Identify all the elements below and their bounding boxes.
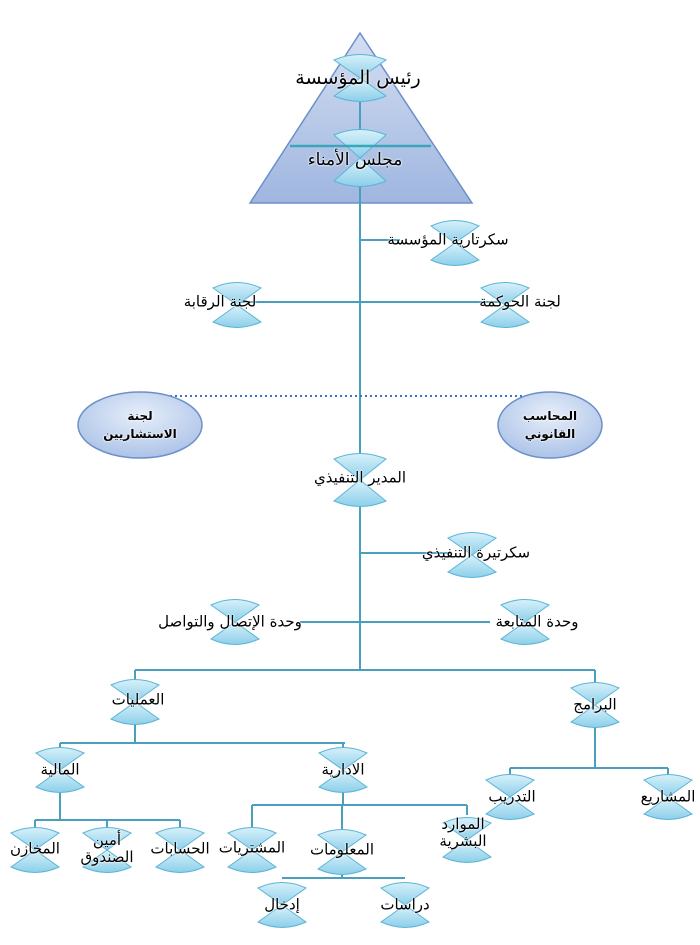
node-top-wedge [212, 282, 262, 306]
node-top-wedge [317, 829, 367, 853]
node-bottom-wedge [332, 77, 388, 102]
node-shape [570, 682, 620, 728]
node-shape [500, 599, 550, 645]
node-top-wedge [442, 817, 492, 841]
node-shape [447, 532, 497, 578]
node-bottom-wedge [10, 849, 60, 873]
node-top-wedge [257, 882, 307, 906]
node-bottom-wedge [570, 704, 620, 728]
node-shape [380, 882, 430, 928]
node-shape [227, 827, 277, 873]
node-information[interactable]: المعلومات [309, 840, 375, 859]
node-bottom-wedge [318, 769, 368, 793]
node-top-wedge [485, 774, 535, 798]
node-treasurer[interactable]: أمين الصندوق [80, 831, 134, 866]
node-shape [10, 827, 60, 873]
node-bottom-wedge [333, 157, 387, 187]
node-accounts[interactable]: الحسابات [150, 839, 210, 858]
node-advisors[interactable]: لجنة الاستشاريين [103, 409, 177, 441]
node-shape [332, 54, 388, 102]
node-shape [155, 827, 205, 873]
node-top-wedge [333, 453, 387, 481]
node-bottom-wedge [643, 796, 693, 820]
node-shape [210, 599, 260, 645]
node-auditor[interactable]: المحاسب القانوني [522, 409, 578, 441]
node-projects[interactable]: المشاريع [640, 787, 696, 806]
node-bottom-wedge [210, 621, 260, 645]
node-bottom-wedge [317, 851, 367, 875]
node-top-wedge [10, 827, 60, 851]
node-shape [318, 747, 368, 793]
node-followup-unit[interactable]: وحدة المتابعة [495, 612, 579, 631]
node-governance[interactable]: لجنة الحوكمة [479, 292, 561, 311]
node-top-wedge [447, 532, 497, 556]
node-programs[interactable]: البرامج [573, 695, 617, 714]
auditor-ellipse[interactable] [497, 391, 603, 459]
node-top-wedge [82, 827, 132, 851]
node-shape [110, 679, 160, 725]
node-bottom-wedge [82, 849, 132, 873]
node-shape [257, 882, 307, 928]
node-org-secretariat[interactable]: سكرتارية المؤسسة [387, 230, 509, 249]
node-top-wedge [380, 882, 430, 906]
node-studies[interactable]: دراسات [380, 895, 430, 914]
node-shape [82, 827, 132, 873]
node-shape [333, 129, 387, 187]
node-exec-secretary[interactable]: سكرتيرة التنفيذي [421, 543, 531, 562]
node-training[interactable]: التدريب [488, 787, 536, 806]
node-data-entry[interactable]: إدخال [264, 895, 300, 914]
node-bottom-wedge [430, 242, 480, 266]
node-top-wedge [480, 282, 530, 306]
node-shape [442, 817, 492, 863]
node-executive-director[interactable]: المدير التنفيذي [313, 468, 407, 487]
node-top-wedge [643, 774, 693, 798]
node-administration[interactable]: الادارية [321, 760, 365, 779]
node-bottom-wedge [257, 904, 307, 928]
node-shape [430, 220, 480, 266]
node-bottom-wedge [333, 479, 387, 507]
node-chairman[interactable]: رئيس المؤسسة [295, 67, 421, 89]
node-top-wedge [318, 747, 368, 771]
node-top-wedge [332, 54, 388, 79]
node-bottom-wedge [380, 904, 430, 928]
node-procurement[interactable]: المشتريات [218, 838, 286, 857]
node-shape [212, 282, 262, 328]
node-bottom-wedge [35, 769, 85, 793]
node-shape [643, 774, 693, 820]
node-warehouses[interactable]: المخازن [10, 839, 60, 858]
node-bottom-wedge [447, 554, 497, 578]
node-top-wedge [210, 599, 260, 623]
node-bottom-wedge [485, 796, 535, 820]
node-bottom-wedge [500, 621, 550, 645]
node-shape [35, 747, 85, 793]
node-shape [480, 282, 530, 328]
node-top-wedge [227, 827, 277, 851]
node-top-wedge [155, 827, 205, 851]
node-shape [317, 829, 367, 875]
node-bottom-wedge [110, 701, 160, 725]
node-top-wedge [500, 599, 550, 623]
node-top-wedge [570, 682, 620, 706]
node-shape [485, 774, 535, 820]
node-board[interactable]: مجلس الأمناء [307, 150, 403, 170]
node-finance[interactable]: المالية [40, 760, 80, 779]
node-bottom-wedge [212, 304, 262, 328]
node-top-wedge [110, 679, 160, 703]
node-bottom-wedge [442, 839, 492, 863]
node-top-wedge [333, 129, 387, 159]
node-top-wedge [430, 220, 480, 244]
node-bottom-wedge [227, 849, 277, 873]
node-operations[interactable]: العمليات [111, 690, 165, 709]
node-bottom-wedge [155, 849, 205, 873]
node-communication-unit[interactable]: وحدة الإتصال والتواصل [158, 612, 302, 631]
advisors-ellipse[interactable] [77, 391, 203, 459]
node-oversight[interactable]: لجنة الرقابة [183, 292, 257, 311]
node-bottom-wedge [480, 304, 530, 328]
node-shape [333, 453, 387, 507]
node-top-wedge [35, 747, 85, 771]
node-human-resources[interactable]: الموارد البشرية [439, 815, 487, 850]
